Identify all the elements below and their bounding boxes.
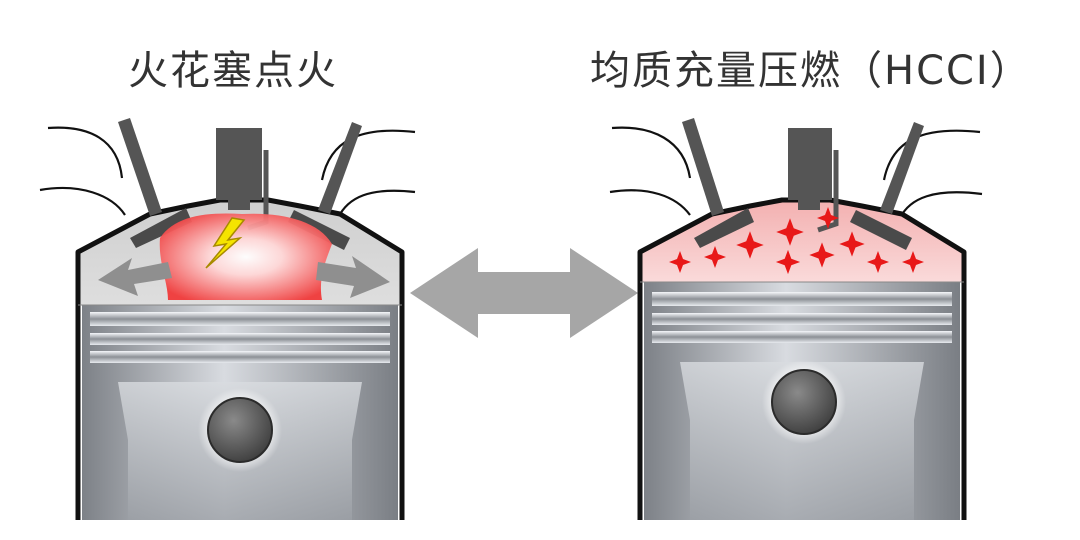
piston-pin-right [772,370,836,434]
flame-front [160,214,332,300]
piston-pin [208,398,272,462]
double-arrow-icon [410,248,638,338]
spark-ignition-engine [40,118,415,520]
piston-left [82,305,398,520]
hcci-engine [610,118,982,520]
piston-right [644,282,960,520]
